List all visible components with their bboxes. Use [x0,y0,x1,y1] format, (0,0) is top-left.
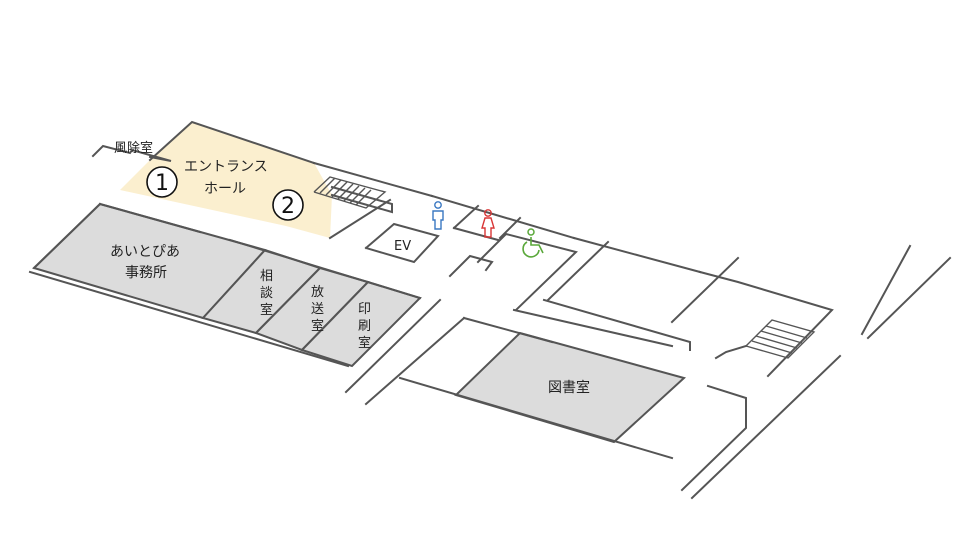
marker-1-number: 1 [155,171,169,196]
label-office-line1: あいとぴあ [110,244,180,260]
label-broadcast-1: 放 [311,285,324,300]
wall-restroom-bottom [448,254,494,278]
accessible-restroom-icon [522,228,544,258]
wall-west-edge [32,202,102,270]
wall-entrance-top [148,120,316,165]
wall-room-east [670,256,740,324]
wall-restroom-div2 [452,226,500,242]
label-consult-1: 相 [260,269,273,284]
label-print-1: 印 [358,302,371,317]
wall-far-east-3 [690,354,842,500]
wall-corridor-north [572,236,702,274]
wall-south-top [462,316,554,344]
wall-office-top [98,202,202,234]
wall-corridor-mid2 [542,298,691,351]
wall-stair-box [330,185,393,214]
wall-office-top2 [228,238,422,300]
wall-stairs-east [714,344,748,360]
stairs-entrance [313,176,387,209]
label-consult-2: 談 [260,285,273,301]
wall-south-west [364,316,466,406]
wall-ev-shaft [364,222,440,264]
label-consult-3: 室 [260,302,273,318]
label-entrance-hall-line1: エントランス [184,159,268,175]
label-entrance-hall-line2: ホール [204,181,246,197]
wall-wind-room [91,144,172,162]
wall-entrance-east [328,198,392,240]
wall-corridor-mid [512,308,674,348]
marker-2[interactable]: 2 [272,189,304,221]
wall-room-mid [546,240,610,302]
label-broadcast-3: 室 [311,318,324,334]
stairs-east [745,319,816,359]
marker-1[interactable]: 1 [146,166,178,198]
wall-entrance-north [312,161,434,198]
male-restroom-icon [432,201,444,230]
label-print-3: 室 [358,335,371,351]
wall-restroom-inner [476,232,578,312]
wall-restroom-top [430,194,576,240]
label-broadcast-2: 送 [311,302,324,317]
female-restroom-icon [481,209,495,238]
wall-south-edge [28,270,350,368]
wall-far-east-2 [866,256,952,340]
label-library: 図書室 [548,379,590,396]
wall-south-east [680,384,747,492]
wall-far-east-1 [860,244,912,336]
marker-2-number: 2 [281,194,295,219]
label-elevator: EV [394,239,411,254]
wall-south-west2 [344,298,442,394]
label-wind-room: 風除室 [114,140,153,156]
wall-south-bottom [398,376,674,460]
wall-restroom-div3 [498,216,522,240]
wall-corridor-north-2 [698,270,834,378]
wall-restroom-div1 [452,204,480,230]
label-print-2: 刷 [358,319,371,334]
label-office-line2: 事務所 [125,265,167,281]
